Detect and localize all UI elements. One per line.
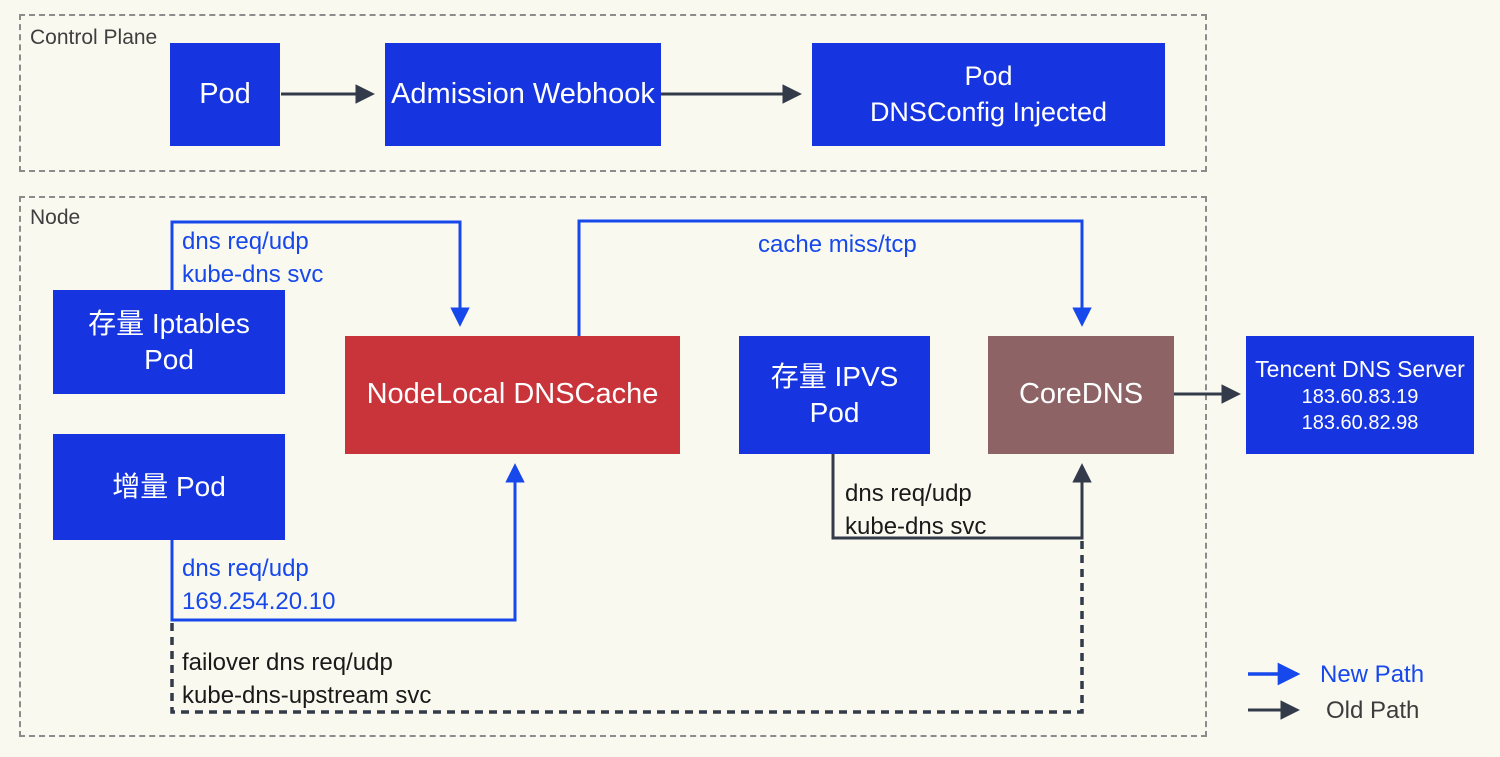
edge-failover-dashed: [170, 540, 1084, 714]
pod-box: Pod: [170, 43, 280, 146]
ipvs-pod-box: 存量 IPVS Pod: [739, 336, 930, 454]
legend-old-path-label: Old Path: [1326, 697, 1420, 724]
legend-new-path-label: New Path: [1320, 661, 1425, 688]
control-plane-label: Control Plane: [30, 26, 158, 49]
label-iptables-to-nodelocal: dns req/udp kube-dns svc: [182, 228, 324, 288]
node-container: [19, 196, 1207, 737]
edge-incremental-to-nodelocal: [170, 463, 525, 622]
label-failover: failover dns req/udp kube-dns-upstream s…: [182, 649, 432, 709]
coredns-box: CoreDNS: [988, 336, 1174, 454]
label-ipvs-to-coredns: dns req/udp kube-dns svc: [845, 480, 987, 540]
control-plane-container: [19, 14, 1207, 172]
edge-nodelocal-to-coredns: [577, 219, 1092, 336]
incremental-pod-box: 增量 Pod: [53, 434, 285, 540]
label-incremental-to-nodelocal: dns req/udp 169.254.20.10: [182, 555, 336, 615]
nodelocal-dnscache-box: NodeLocal DNSCache: [345, 336, 680, 454]
edge-iptables-to-nodelocal: [170, 220, 470, 327]
node-label: Node: [30, 206, 81, 229]
edge-ipvs-to-coredns: [831, 454, 1092, 540]
label-cache-miss: cache miss/tcp: [758, 231, 917, 258]
tencent-dns-server-box: Tencent DNS Server 183.60.83.19 183.60.8…: [1246, 336, 1474, 454]
iptables-pod-box: 存量 Iptables Pod: [53, 290, 285, 394]
pod-dnsconfig-injected-box: Pod DNSConfig Injected: [812, 43, 1165, 146]
admission-webhook-box: Admission Webhook: [385, 43, 661, 146]
